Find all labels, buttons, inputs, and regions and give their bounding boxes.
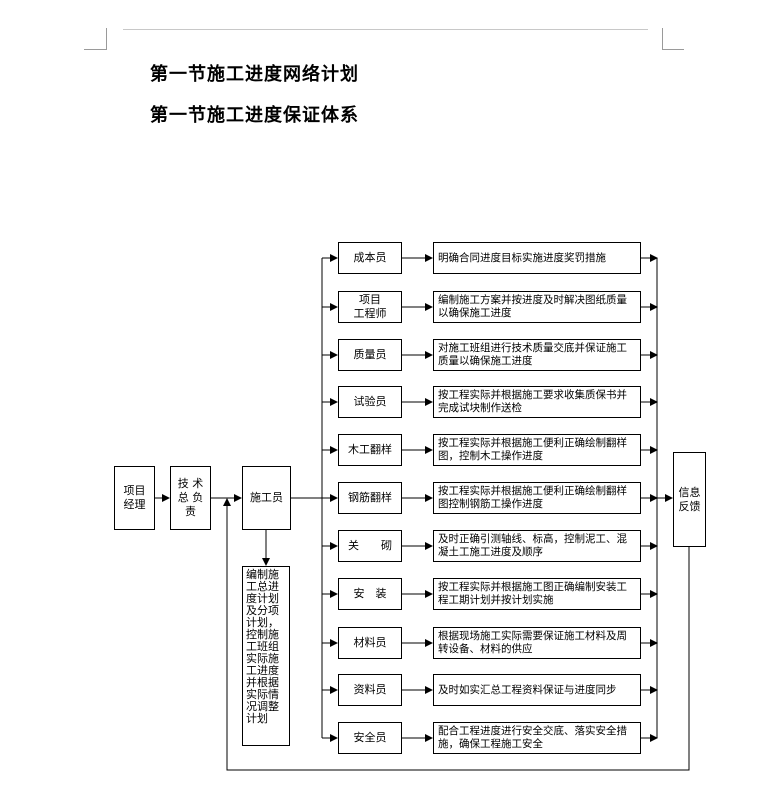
constructor-note-box: 编制施 工总进 度计划 及分项 计划， 控制施 工班组 实际施 工进度 并根据 … <box>242 566 290 746</box>
heading-network-plan: 第一节施工进度网络计划 <box>150 64 359 85</box>
duty-box: 及时如实汇总工程资料保证与进度同步 <box>433 674 641 706</box>
duty-box: 对施工班组进行技术质量交底并保证施工质量以确保施工进度 <box>433 339 641 371</box>
duty-box: 按工程实际并根据施工图正确编制安装工程工期计划并按计划实施 <box>433 578 641 610</box>
duty-box: 根据现场施工实际需要保证施工材料及周转设备、材料的供应 <box>433 627 641 659</box>
role-box: 成本员 <box>338 242 402 274</box>
crop-mark-left-h <box>84 49 106 50</box>
duty-box: 及时正确引测轴线、标高，控制泥工、混凝土工施工进度及顺序 <box>433 530 641 562</box>
crop-mark-right-v <box>662 28 663 50</box>
role-box: 试验员 <box>338 386 402 418</box>
duty-box: 明确合同进度目标实施进度奖罚措施 <box>433 242 641 274</box>
heading-guarantee-system: 第一节施工进度保证体系 <box>150 105 359 126</box>
role-box: 项目 工程师 <box>338 291 402 323</box>
role-box: 木工翻样 <box>338 434 402 466</box>
duty-box: 配合工程进度进行安全交底、落实安全措施，确保工程施工安全 <box>433 722 641 754</box>
role-box: 质量员 <box>338 339 402 371</box>
duty-box: 编制施工方案并按进度及时解决图纸质量以确保施工进度 <box>433 291 641 323</box>
crop-mark-right-h <box>662 49 684 50</box>
feedback-box: 信息 反馈 <box>673 452 706 547</box>
role-box: 安全员 <box>338 722 402 754</box>
role-box: 钢筋翻样 <box>338 482 402 514</box>
duty-box: 按工程实际并根据施工便利正确绘制翻样图，控制木工操作进度 <box>433 434 641 466</box>
page-top-rule <box>123 29 648 30</box>
feedback-loop-arrow <box>223 498 690 771</box>
role-box: 资料员 <box>338 674 402 706</box>
crop-mark-left-v <box>106 28 107 50</box>
duty-box: 按工程实际并根据施工要求收集质保书并完成试块制作送检 <box>433 386 641 418</box>
role-box: 安 装 <box>338 578 402 610</box>
project-manager-box: 项目 经理 <box>114 466 155 530</box>
tech-lead-box: 技 术 总 负 责 <box>170 466 211 530</box>
constructor-box: 施工员 <box>242 466 291 530</box>
role-box: 关 砌 <box>338 530 402 562</box>
role-box: 材料员 <box>338 627 402 659</box>
duty-box: 按工程实际并根据施工便利正确绘制翻样图控制钢筋工操作进度 <box>433 482 641 514</box>
